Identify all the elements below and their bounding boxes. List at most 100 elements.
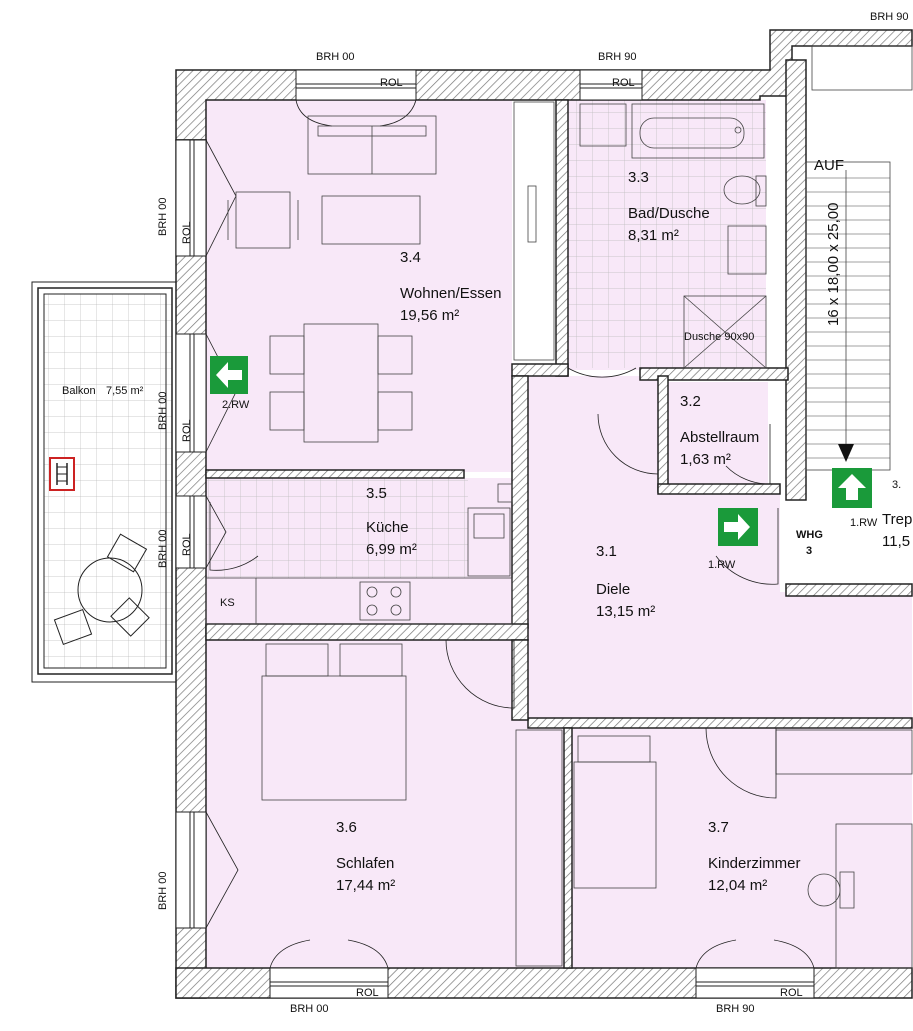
washer (579, 103, 627, 147)
double-bed (261, 675, 407, 801)
room-3-4-number: 3.4 (400, 249, 421, 266)
exit-sign-right-icon (718, 508, 758, 546)
wall-abstell-bottom (657, 483, 781, 495)
window-lines (189, 83, 814, 987)
kitchen-counter (205, 577, 513, 625)
room-3-3-area: 8,31 m² (628, 227, 679, 244)
bathtub (631, 103, 765, 159)
room-3-7-number: 3.7 (708, 819, 729, 836)
room-3-3-name: Bad/Dusche (628, 205, 710, 222)
wall-schlafen-kinder (563, 727, 573, 969)
wardrobe-bedroom (515, 729, 563, 967)
room-3-5-name: Küche (366, 519, 409, 536)
auf-label: AUF (814, 157, 844, 174)
whg-label: WHG (796, 529, 823, 541)
brh-bottom-right: BRH 90 (716, 1003, 755, 1015)
shower-label: Dusche 90x90 (684, 331, 754, 343)
room-3-2-name: Abstellraum (680, 429, 759, 446)
room-abstell-fill (668, 382, 768, 486)
rol-bottom-2: ROL (780, 987, 803, 999)
furniture (205, 101, 913, 969)
room-labels: 3.4 Wohnen/Essen 19,56 m² 3.3 Bad/Dusche… (336, 169, 801, 894)
bad-tiles (568, 100, 766, 368)
staircase (805, 161, 891, 471)
room-3-5-area: 6,99 m² (366, 541, 417, 558)
exit-sign-up-icon (832, 468, 872, 508)
stair-dimension: 16 x 18,00 x 25,00 (825, 203, 842, 326)
kitchen-sink (467, 507, 511, 577)
kueche-tiles (206, 478, 468, 578)
wall-stair (785, 59, 807, 501)
room-3-6-number: 3.6 (336, 819, 357, 836)
brh-left-2: BRH 00 (157, 391, 169, 430)
stair-arrow-icon (838, 444, 854, 462)
brh-top-right: BRH 90 (870, 11, 909, 23)
balcony-label: Balkon (62, 385, 96, 397)
room-3-7-area: 12,04 m² (708, 877, 767, 894)
wardrobe-living (513, 101, 555, 361)
exit-sign-left-icon (210, 356, 248, 394)
elevator (811, 45, 913, 91)
room-schlafen-fill (206, 640, 564, 968)
wall-kitchen-right (511, 375, 529, 629)
room-3-4-area: 19,56 m² (400, 307, 459, 324)
door-swings (209, 300, 779, 799)
wall-kitchen-top (205, 469, 465, 479)
wall-bedroom-right (511, 639, 529, 721)
room-3-3-number: 3.3 (628, 169, 649, 186)
room-3-1-name: Diele (596, 581, 630, 598)
toilet (723, 175, 761, 205)
windows (175, 69, 815, 999)
armchair (235, 191, 291, 249)
stair-number: 3. (892, 479, 901, 491)
brh-left-1: BRH 00 (157, 197, 169, 236)
rol-top-2: ROL (612, 77, 635, 89)
room-wohnen-fill (206, 100, 512, 472)
room-3-6-name: Schlafen (336, 855, 394, 872)
wall-hall-top (511, 363, 569, 377)
brh-bottom-left: BRH 00 (290, 1003, 329, 1015)
wall-living-bath (555, 99, 569, 377)
rol-left-2: ROL (181, 419, 193, 442)
room-3-7-name: Kinderzimmer (708, 855, 801, 872)
brh-top-mid: BRH 90 (598, 51, 637, 63)
washbasin (727, 225, 767, 275)
coffee-table (321, 195, 421, 245)
rol-top-1: ROL (380, 77, 403, 89)
desk (835, 823, 913, 969)
whg-number: 3 (806, 545, 812, 557)
shower (683, 295, 767, 369)
brh-left-3: BRH 00 (157, 529, 169, 568)
rw-first-stair: 1.RW (850, 517, 878, 529)
room-kinder-fill (572, 728, 912, 968)
stove (359, 581, 411, 621)
room-3-2-number: 3.2 (680, 393, 701, 410)
balcony (31, 281, 177, 683)
misc-labels: Balkon 7,55 m² BRH 00 BRH 90 BRH 90 BRH … (62, 11, 912, 1015)
rol-left-1: ROL (181, 221, 193, 244)
stair-steps (806, 177, 890, 459)
wall-diele-bottom (527, 717, 913, 729)
room-3-2-area: 1,63 m² (680, 451, 731, 468)
rw-first-hall: 1.RW (708, 559, 736, 571)
rol-left-3: ROL (181, 533, 193, 556)
stair-area: 11,5 (882, 533, 910, 550)
ladder-icon (49, 457, 75, 491)
rol-bottom-1: ROL (356, 987, 379, 999)
balcony-area: 7,55 m² (106, 385, 144, 397)
dining-table (303, 323, 379, 443)
wall-kitchen-bottom (205, 623, 529, 641)
room-diele-fill (528, 376, 912, 718)
brh-top-left: BRH 00 (316, 51, 355, 63)
wall-landing (785, 583, 913, 597)
room-3-1-area: 13,15 m² (596, 603, 655, 620)
brh-left-4: BRH 00 (157, 871, 169, 910)
ks-label: KS (220, 597, 235, 609)
room-3-6-area: 17,44 m² (336, 877, 395, 894)
rw-second: 2.RW (222, 399, 250, 411)
stair-label: Trep (882, 511, 912, 528)
wall-abstell-left (657, 375, 669, 493)
room-3-5-number: 3.5 (366, 485, 387, 502)
room-3-4-name: Wohnen/Essen (400, 285, 501, 302)
